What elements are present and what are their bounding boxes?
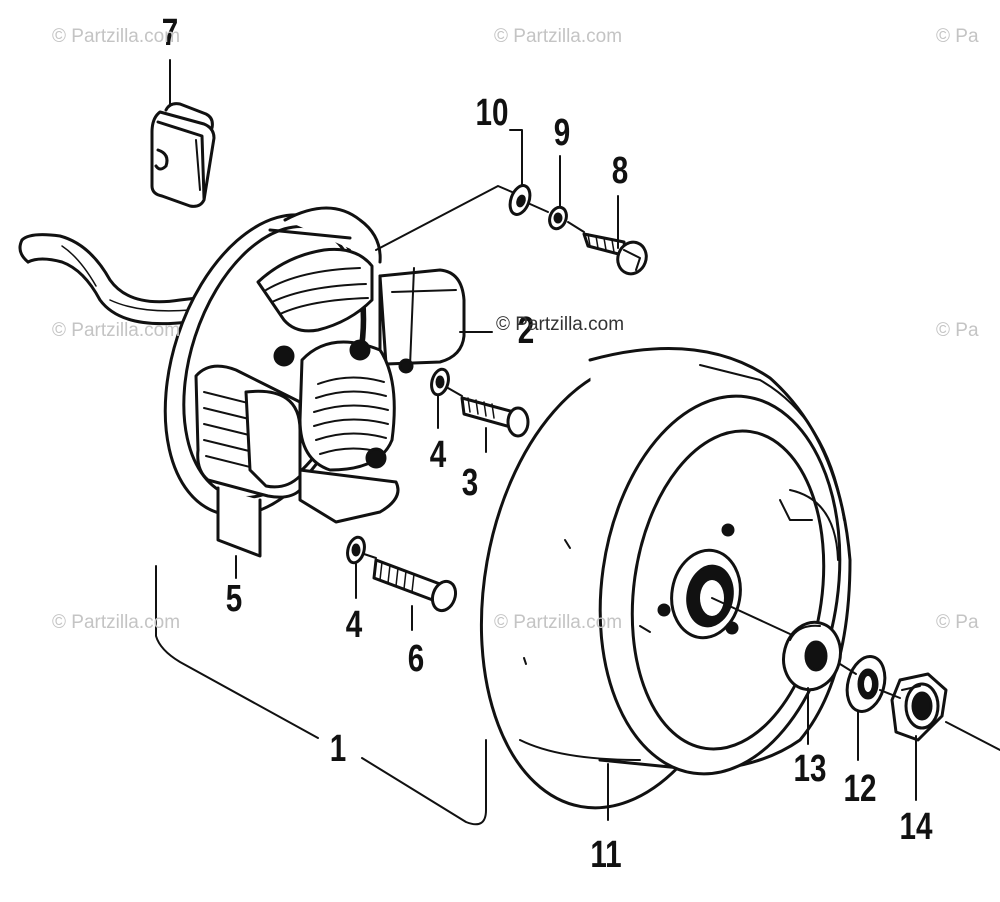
washer-part-4-upper <box>430 367 450 397</box>
callout-5: 5 <box>225 578 243 620</box>
callout-10: 10 <box>475 92 509 134</box>
watermark-1: © Partzilla.com <box>52 26 181 47</box>
washer-part-13 <box>782 620 842 692</box>
screw-part-8 <box>582 232 648 276</box>
callout-4-lower: 4 <box>345 604 363 646</box>
watermark-9: © Pa <box>936 612 979 633</box>
watermark-7: © Partzilla.com <box>52 612 181 633</box>
watermark-5: © Partzilla.com <box>496 314 625 335</box>
washer-part-4-lower <box>346 535 366 565</box>
watermark-8: © Partzilla.com <box>494 612 623 633</box>
callout-2: 2 <box>517 310 535 352</box>
callout-12: 12 <box>843 768 877 810</box>
screw-part-6 <box>372 558 458 613</box>
callout-6: 6 <box>407 638 425 680</box>
watermark-6: © Pa <box>936 320 979 341</box>
lockwasher-part-9 <box>548 205 568 231</box>
watermark-4: © Partzilla.com <box>52 320 181 341</box>
alignment-lines <box>363 185 1000 751</box>
callout-4-upper: 4 <box>429 434 447 476</box>
callout-14: 14 <box>899 806 933 848</box>
callout-3: 3 <box>461 462 479 504</box>
watermark-2: © Partzilla.com <box>494 26 623 47</box>
wire-part-5 <box>18 233 216 326</box>
watermark-3: © Pa <box>936 26 979 47</box>
washer-part-10 <box>508 184 532 216</box>
cap-part-7 <box>150 102 216 208</box>
nut-part-14 <box>890 672 948 742</box>
screw-part-3 <box>460 396 530 438</box>
callout-7: 7 <box>161 12 179 54</box>
callout-11: 11 <box>590 834 622 876</box>
callout-1: 1 <box>329 728 347 770</box>
stator-part-1 <box>163 206 466 558</box>
callout-13: 13 <box>793 748 827 790</box>
callout-9: 9 <box>553 112 571 154</box>
leader-lines <box>155 59 917 826</box>
callout-8: 8 <box>611 150 629 192</box>
lockwasher-part-12 <box>845 655 887 713</box>
